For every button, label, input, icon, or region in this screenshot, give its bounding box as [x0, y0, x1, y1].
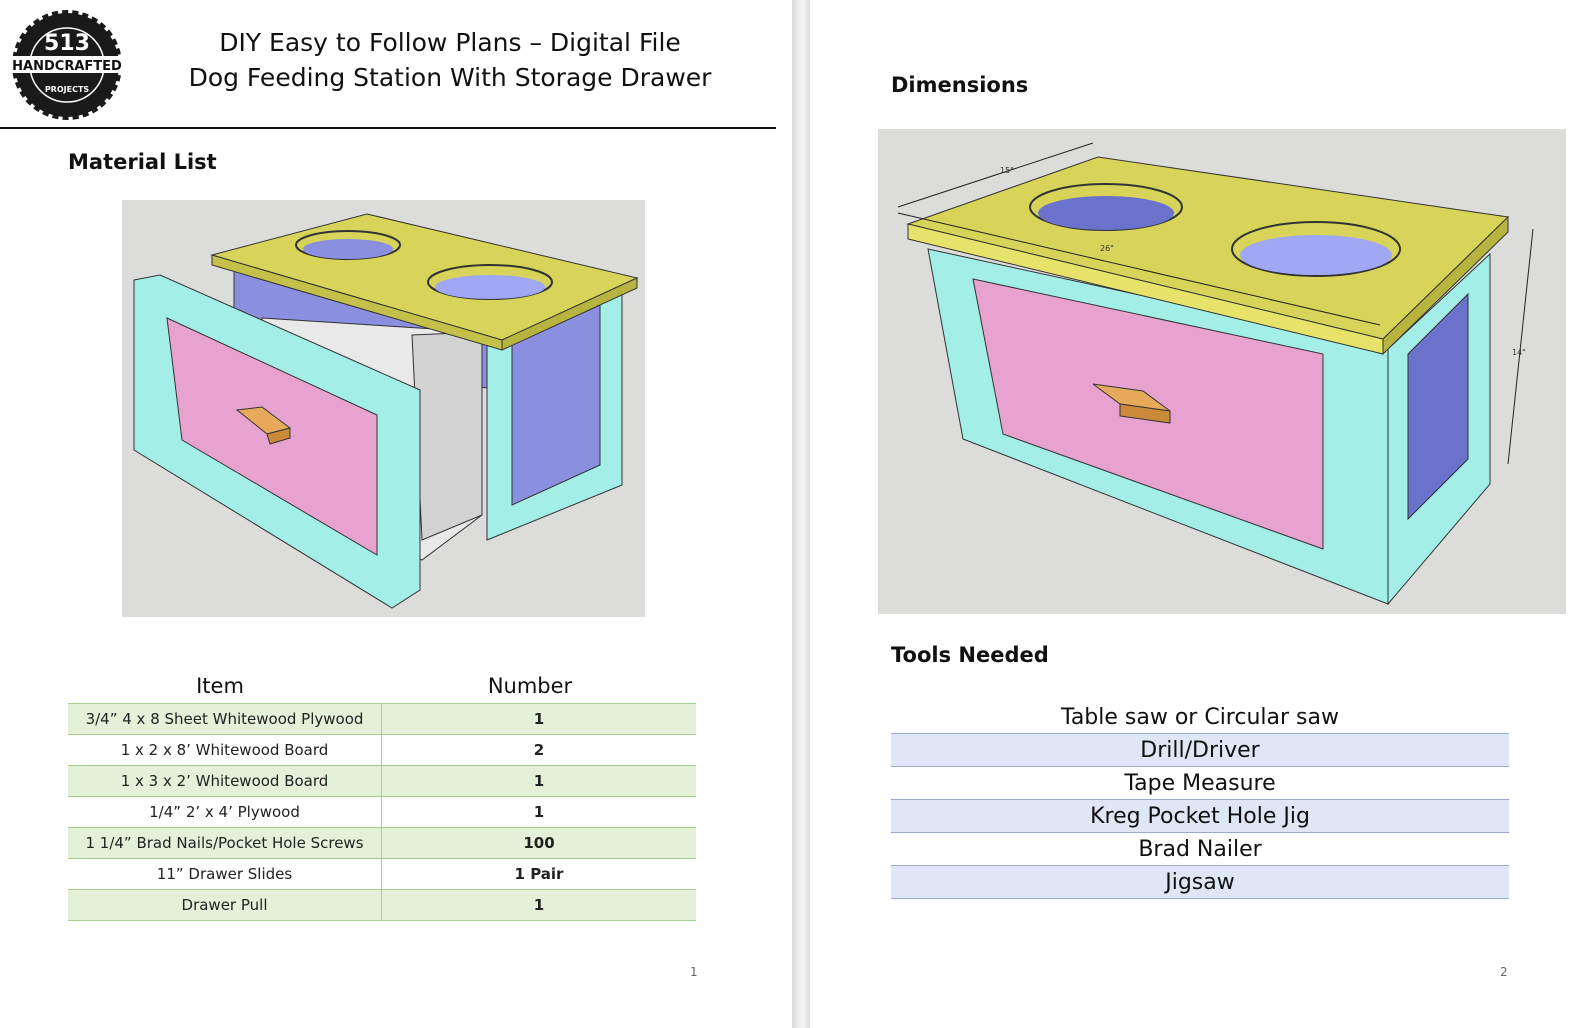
tool-item: Tape Measure	[1124, 770, 1276, 796]
page-number-2: 2	[1500, 965, 1508, 979]
page-gutter	[792, 0, 810, 1028]
tool-item: Jigsaw	[891, 865, 1509, 899]
material-item: 1/4” 2’ x 4’ Plywood	[68, 796, 382, 828]
svg-text:HANDCRAFTED: HANDCRAFTED	[12, 59, 122, 74]
material-number: 1	[381, 765, 696, 797]
table-row: Table saw or Circular saw	[891, 701, 1509, 734]
tool-item: Kreg Pocket Hole Jig	[891, 799, 1509, 833]
header-divider	[0, 127, 776, 129]
table-row: Drill/Driver	[891, 733, 1509, 767]
table-row: Kreg Pocket Hole Jig	[891, 799, 1509, 833]
svg-text:PROJECTS: PROJECTS	[45, 85, 90, 94]
material-number: 1	[381, 703, 696, 735]
dimensions-render: 15" 26" 14"	[878, 129, 1566, 614]
material-number: 1	[381, 889, 696, 921]
drawer-open-render	[122, 200, 645, 617]
length-dimension-label: 26"	[1100, 244, 1114, 253]
column-header-item: Item	[196, 674, 244, 698]
tool-item: Brad Nailer	[1138, 836, 1262, 862]
width-dimension-label: 15"	[1000, 166, 1014, 175]
table-row: Brad Nailer	[891, 833, 1509, 866]
material-item: 11” Drawer Slides	[68, 858, 382, 890]
column-header-number: Number	[487, 674, 573, 698]
material-list-heading: Material List	[68, 150, 217, 174]
table-row: Jigsaw	[891, 865, 1509, 899]
page-1: 513 HANDCRAFTED PROJECTS DIY Easy to Fol…	[0, 0, 792, 1028]
material-item: 1 1/4” Brad Nails/Pocket Hole Screws	[68, 827, 382, 859]
document-title-line2: Dog Feeding Station With Storage Drawer	[188, 63, 712, 92]
table-row: Tape Measure	[891, 767, 1509, 800]
handcrafted-logo: 513 HANDCRAFTED PROJECTS	[12, 10, 122, 120]
height-dimension-label: 14"	[1512, 348, 1526, 357]
tool-item: Drill/Driver	[891, 733, 1509, 767]
material-item: 1 x 3 x 2’ Whitewood Board	[68, 765, 382, 797]
tools-table: Table saw or Circular saw Drill/Driver T…	[891, 701, 1509, 899]
material-item: 3/4” 4 x 8 Sheet Whitewood Plywood	[68, 703, 382, 735]
material-number: 1 Pair	[381, 858, 696, 890]
material-number: 1	[381, 796, 696, 828]
material-number: 2	[381, 734, 696, 766]
page-number-1: 1	[690, 965, 698, 979]
material-number: 100	[381, 827, 696, 859]
material-item: Drawer Pull	[68, 889, 382, 921]
material-item: 1 x 2 x 8’ Whitewood Board	[68, 734, 382, 766]
tool-item: Table saw or Circular saw	[1061, 704, 1339, 730]
tools-needed-heading: Tools Needed	[891, 643, 1049, 667]
document-title-line1: DIY Easy to Follow Plans – Digital File	[219, 28, 681, 57]
page-2: Dimensions 15" 26" 14"	[810, 0, 1588, 1028]
svg-text:513: 513	[44, 31, 90, 56]
dimensions-heading: Dimensions	[891, 73, 1029, 97]
